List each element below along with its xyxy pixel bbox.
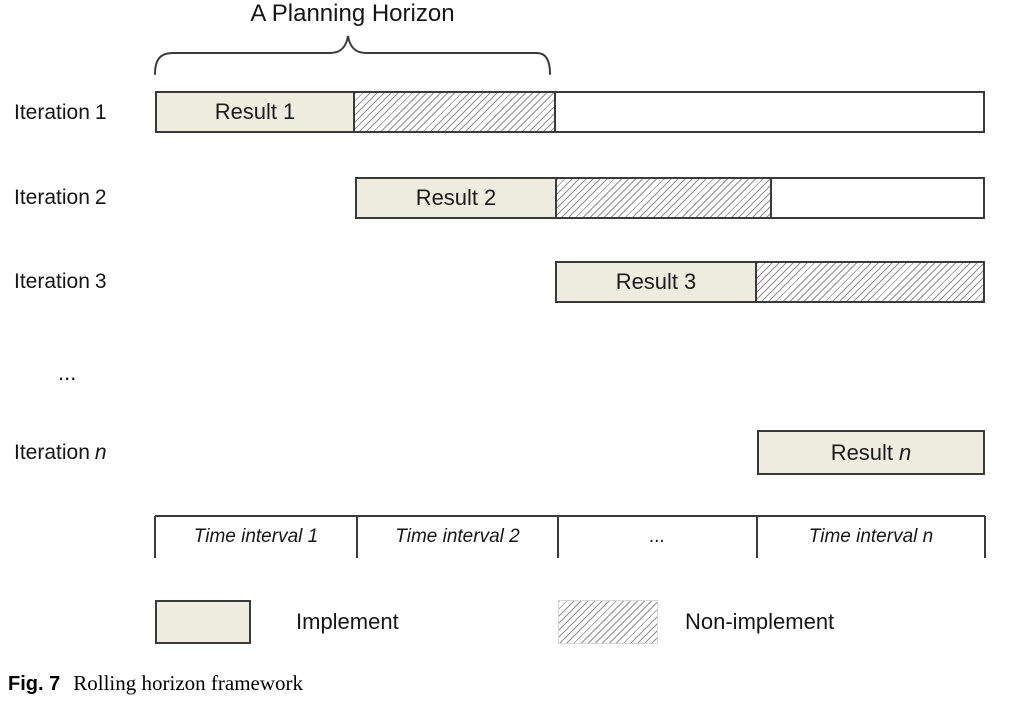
iteration-1-remaining-segment [554,91,985,133]
time-interval-2-label: Time interval 2 [395,526,520,547]
legend-nonimplement-swatch [558,600,658,644]
legend-nonimplement-label: Non-implement [685,609,835,634]
iteration-n-implement-segment: Result n [757,430,985,475]
iteration-3-label: Iteration 3 [14,270,107,293]
iteration-2-nonimplement-segment [555,177,772,219]
iteration-1-nonimplement-segment [353,91,556,133]
figure-caption: Fig. 7 Rolling horizon framework [8,671,303,696]
iteration-1-implement-segment: Result 1 [155,91,355,133]
planning-horizon-brace [154,35,551,75]
result-3-label: Result [615,269,679,294]
iterations-ellipsis: ... [58,360,77,385]
iteration-n-label: Iteration n [14,441,107,464]
result-n-label: Result [830,439,894,465]
iteration-3-nonimplement-segment [755,261,985,303]
result-1-label: Result [214,99,278,124]
legend-implement-swatch [155,600,251,644]
result-2-label: Result [415,185,479,210]
iteration-2-remaining-segment [770,177,985,219]
time-interval-1-label: Time interval 1 [193,526,319,547]
iteration-2-label: Iteration 2 [14,186,107,209]
legend-implement-label: Implement [296,609,399,634]
iteration-2-implement-segment: Result 2 [355,177,557,219]
time-axis-ruler [154,515,986,558]
time-interval-ellipsis: ... [649,526,666,547]
figure-caption-number: Fig. 7 [8,673,61,695]
iteration-1-label: Iteration 1 [14,101,107,124]
iteration-3-implement-segment: Result 3 [555,261,757,303]
planning-horizon-title: A Planning Horizon [250,0,455,27]
time-interval-n-label: Time interval n [808,526,934,547]
figure-caption-text: Rolling horizon framework [73,671,304,695]
